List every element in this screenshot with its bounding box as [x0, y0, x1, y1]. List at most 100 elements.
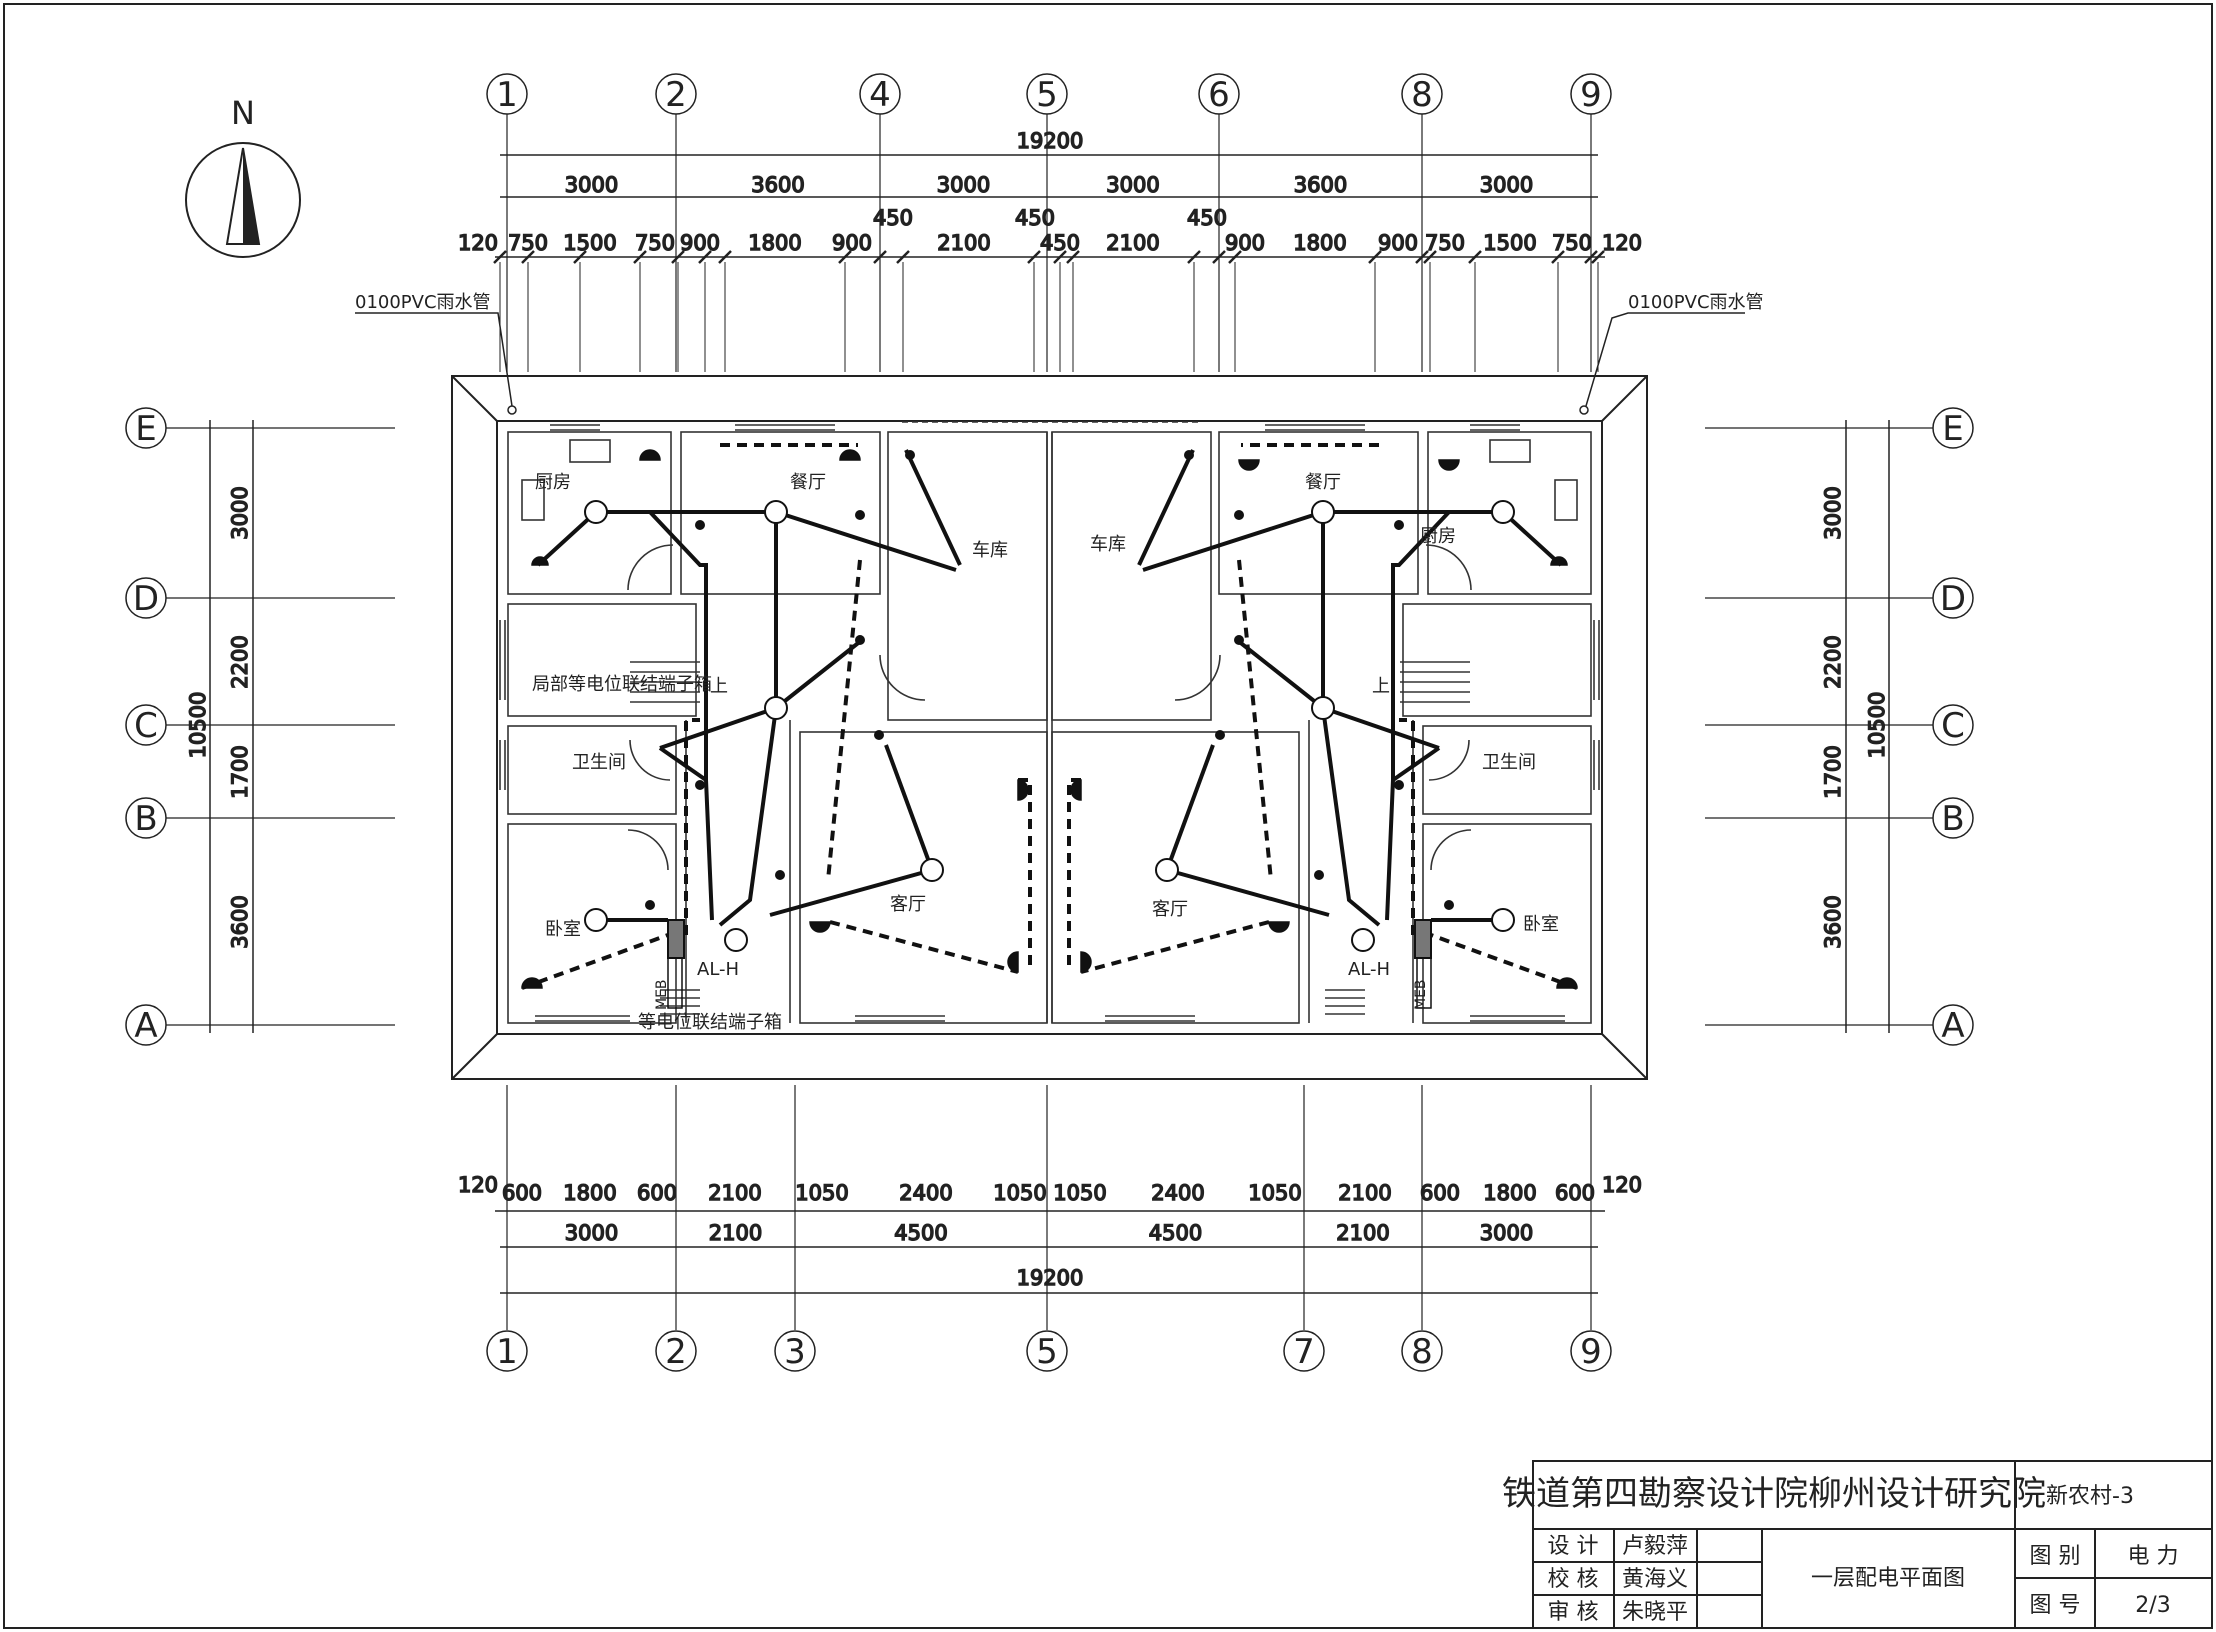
wiring-circuits	[536, 449, 1563, 927]
bottom-dim-row3: 600	[1420, 1181, 1460, 1205]
category-label: 图 别	[2030, 1544, 2081, 1569]
building-outline	[451, 375, 1648, 1080]
bottom-dim-row3: 1050	[1248, 1181, 1301, 1205]
axis-bubble-left: D	[125, 577, 167, 619]
axis-label-top: 6	[1208, 75, 1230, 115]
meb-label-left: MEB	[654, 979, 670, 1010]
bottom-dim-row3: 600	[502, 1181, 542, 1205]
axis-label-top: 8	[1411, 75, 1433, 115]
axis-bubble-bottom: 5	[1026, 1330, 1068, 1372]
axis-bubble-bottom: 3	[774, 1330, 816, 1372]
axis-bubble-bottom: 9	[1570, 1330, 1612, 1372]
top-dim-row2: 3000	[937, 173, 990, 197]
axis-label-left: B	[134, 799, 157, 839]
room-dining-left: 餐厅	[790, 472, 826, 493]
room-labels: 厨房 餐厅 车库 卫生间 卧室 客厅 厨房 餐厅 车库 卫生间 卧室 客厅 上 …	[532, 472, 1559, 1033]
top-dim-offset: 450	[873, 206, 913, 230]
sheet-border	[3, 3, 2213, 1629]
room-living-right: 客厅	[1152, 899, 1188, 920]
axis-label-left: E	[135, 409, 156, 449]
axis-label-left: A	[134, 1006, 157, 1046]
axis-bubble-right: D	[1932, 577, 1974, 619]
axis-label-top: 4	[869, 75, 891, 115]
bottom-dim-row3: 120	[1602, 1173, 1642, 1197]
room-garage-right: 车库	[1090, 534, 1126, 555]
top-dim-row2: 3000	[1106, 173, 1159, 197]
axis-label-left: D	[133, 579, 159, 619]
side-dim-inner-right: 3000	[1821, 486, 1845, 539]
top-dim-row3: 750	[1425, 231, 1465, 255]
axis-bubble-top: 9	[1570, 73, 1612, 115]
bottom-dim-row3: 1050	[795, 1181, 848, 1205]
axis-bubble-top: 2	[655, 73, 697, 115]
distribution-panel-right	[1414, 919, 1432, 1009]
rain-pipe-left: 0100PVC雨水管	[355, 292, 517, 415]
person-check: 黄海义	[1622, 1567, 1688, 1592]
panel-label-left: AL-H	[697, 959, 739, 980]
axis-label-top: 2	[665, 75, 687, 115]
side-dim-inner-right: 2200	[1821, 635, 1845, 688]
room-bath-left: 卫生间	[572, 752, 626, 773]
top-dim-row3: 1800	[748, 231, 801, 255]
bottom-dim-row3: 1050	[1053, 1181, 1106, 1205]
light-fixture-icons	[584, 500, 1515, 952]
distribution-panel-left	[667, 919, 685, 1009]
local-bonding-box-label: 局部等电位联结端子箱	[532, 674, 712, 695]
top-dim-row3: 1500	[1483, 231, 1536, 255]
drawing-title: 一层配电平面图	[1811, 1566, 1965, 1591]
side-dim-outer-left: 10500	[186, 692, 210, 759]
switch-icons	[645, 450, 1454, 910]
axis-label-top: 5	[1036, 75, 1058, 115]
top-dim-row2: 3000	[1480, 173, 1533, 197]
top-dim-row3: 750	[1552, 231, 1592, 255]
number-label: 图 号	[2030, 1593, 2081, 1618]
side-dim-inner-left: 2200	[228, 635, 252, 688]
axis-label-bottom: 1	[496, 1332, 518, 1372]
number-value: 2/3	[2135, 1593, 2170, 1618]
bottom-dim-row3: 600	[637, 1181, 677, 1205]
north-arrow-icon: N	[185, 94, 301, 258]
axis-bubble-left: C	[125, 704, 167, 746]
rain-pipe-label-right: 0100PVC雨水管	[1628, 292, 1764, 313]
axis-bubble-right: E	[1932, 407, 1974, 449]
axis-label-bottom: 7	[1293, 1332, 1315, 1372]
north-label: N	[231, 94, 255, 132]
axis-label-bottom: 9	[1580, 1332, 1602, 1372]
axis-bubble-left: E	[125, 407, 167, 449]
room-bath-right: 卫生间	[1482, 752, 1536, 773]
rain-pipe-label-left: 0100PVC雨水管	[355, 292, 491, 313]
bottom-dim-row2: 3000	[1480, 1221, 1533, 1245]
axis-label-right: B	[1941, 799, 1964, 839]
bottom-dim-row3: 1800	[1483, 1181, 1536, 1205]
axis-bubble-top: 6	[1198, 73, 1240, 115]
side-dim-outer-right: 10500	[1865, 692, 1889, 759]
side-dim-inner-right: 3600	[1821, 895, 1845, 948]
top-dim-row3: 900	[680, 231, 720, 255]
category-value: 电 力	[2128, 1544, 2179, 1569]
top-dim-row3: 750	[635, 231, 675, 255]
role-review: 审 核	[1548, 1600, 1599, 1625]
title-block	[1532, 1460, 2213, 1629]
top-dim-row3: 2100	[937, 231, 990, 255]
top-dim-row3: 2100	[1106, 231, 1159, 255]
org-name: 铁道第四勘察设计院柳州设计研究院	[1502, 1474, 2046, 1514]
side-dim-inner-left: 3000	[228, 486, 252, 539]
top-dim-row3: 120	[458, 231, 498, 255]
person-design: 卢毅萍	[1622, 1534, 1688, 1559]
top-total-dim: 19200	[1017, 129, 1084, 153]
top-dim-row2: 3600	[751, 173, 804, 197]
axis-bubble-bottom: 1	[486, 1330, 528, 1372]
bottom-dim-row2: 2100	[1336, 1221, 1389, 1245]
room-kitchen-left: 厨房	[535, 472, 571, 493]
bottom-dim-row2: 3000	[565, 1221, 618, 1245]
side-dim-inner-left: 3600	[228, 895, 252, 948]
room-dining-right: 餐厅	[1305, 472, 1341, 493]
room-bedroom-left: 卧室	[545, 919, 581, 940]
axis-bubble-left: B	[125, 797, 167, 839]
main-bonding-box-label: 等电位联结端子箱	[638, 1012, 782, 1033]
top-dim-row3: 1500	[563, 231, 616, 255]
room-bedroom-right: 卧室	[1523, 914, 1559, 935]
bottom-dim-row3: 2400	[1151, 1181, 1204, 1205]
person-review: 朱晓平	[1622, 1600, 1688, 1625]
